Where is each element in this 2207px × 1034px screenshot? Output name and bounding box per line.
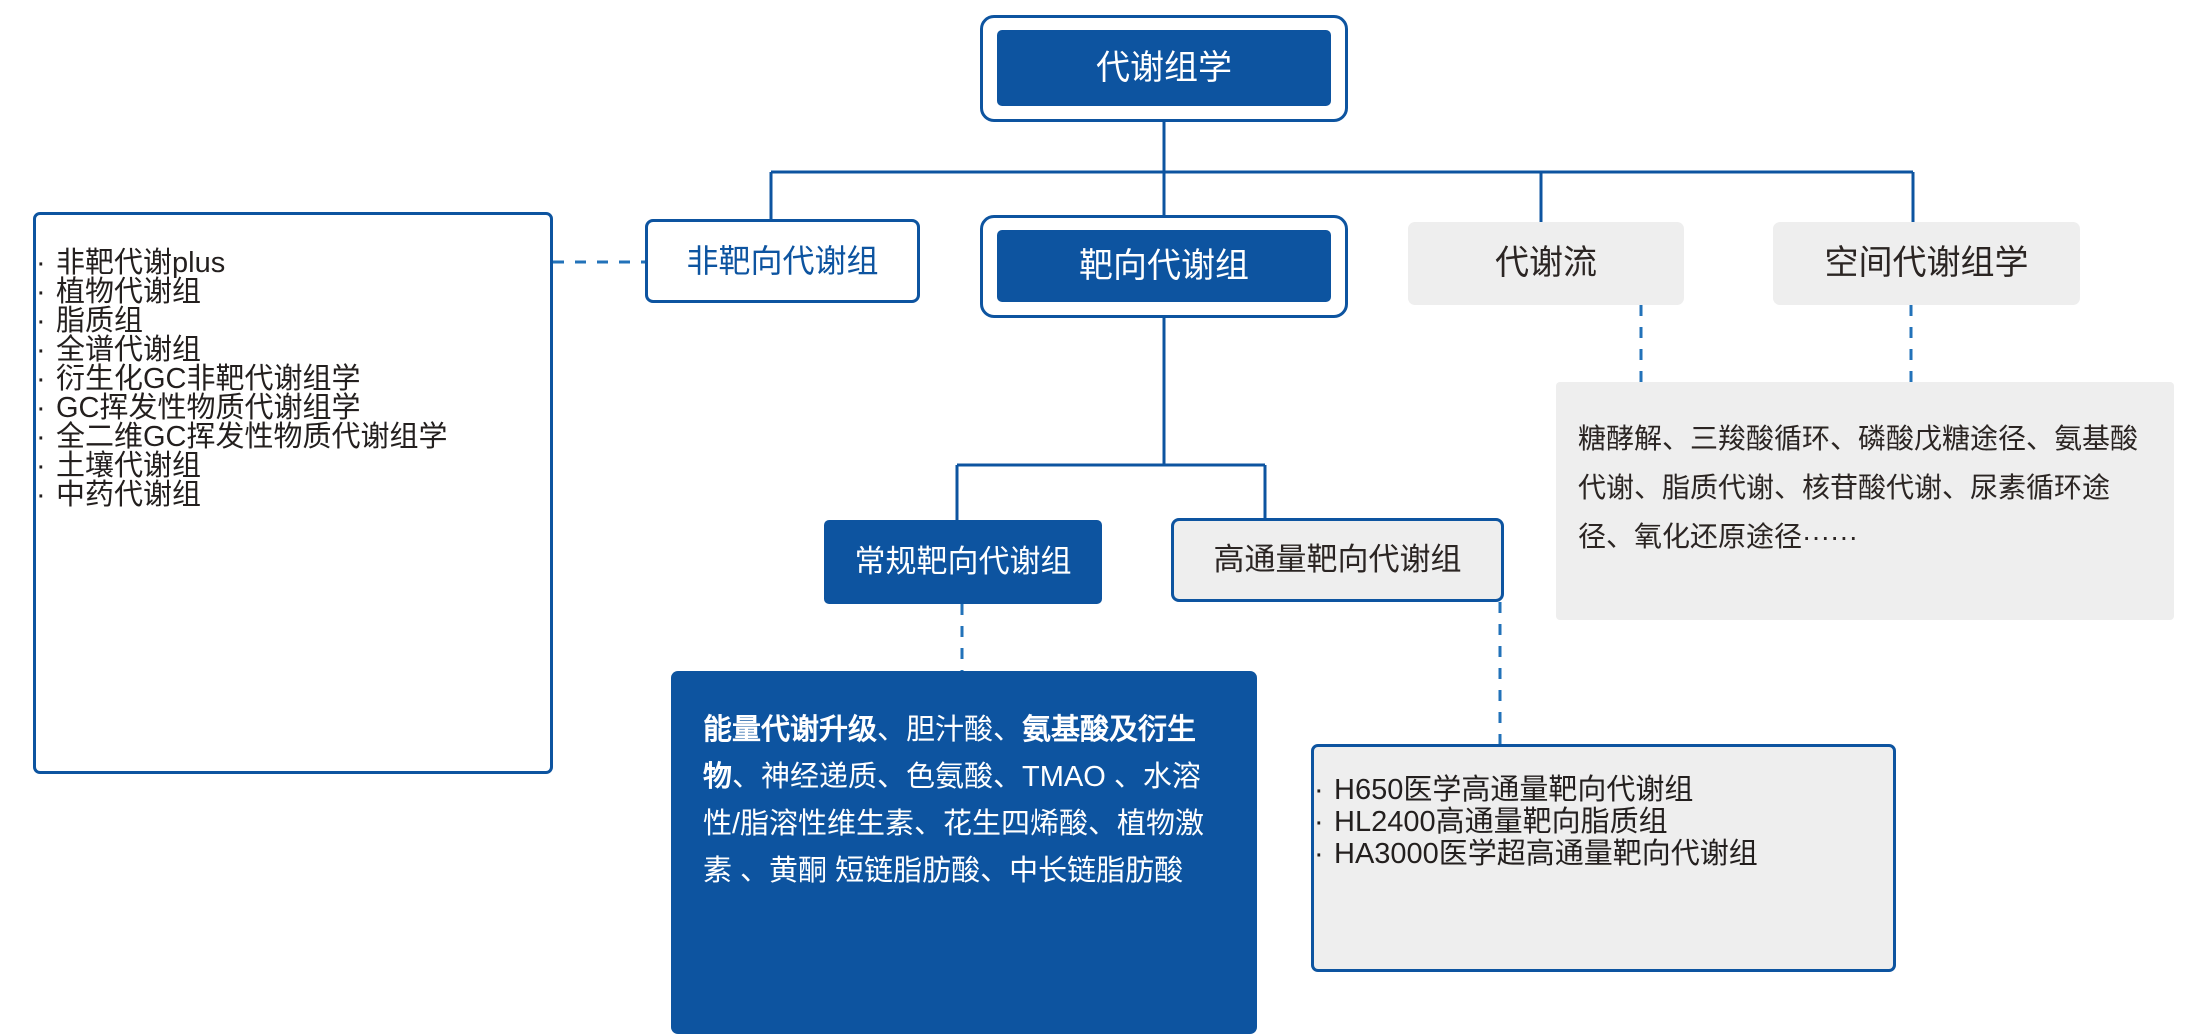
untargeted-item-label: 非靶代谢plus xyxy=(56,247,226,279)
node-targeted-metabolome[interactable]: 靶向代谢组 xyxy=(997,230,1331,302)
bullet-icon: · xyxy=(36,450,46,482)
untargeted-item-label: 衍生化GC非靶代谢组学 xyxy=(56,363,361,395)
node-high-throughput-targeted-metabolome[interactable]: 高通量靶向代谢组 xyxy=(1171,518,1504,602)
untargeted-detail-panel: · 非靶代谢plus · 植物代谢组 · 脂质组 · 全谱代谢组 · 衍生化GC非靶代谢组学 · GC… xyxy=(33,212,553,774)
high-throughput-item-label: HA3000医学超高通量靶向代谢组 xyxy=(1334,837,1758,870)
bullet-icon: · xyxy=(36,392,46,424)
bullet-icon: · xyxy=(36,334,46,366)
bullet-icon: · xyxy=(1314,774,1324,806)
bullet-icon: · xyxy=(36,305,46,337)
high-throughput-items-list: · H650医学高通量靶向代谢组 · HL2400高通量靶向脂质组 · HA3000医学超… xyxy=(1314,774,1893,871)
untargeted-item: · 衍生化GC非靶代谢组学 xyxy=(36,365,550,394)
bullet-icon: · xyxy=(1314,837,1324,870)
high-throughput-item: · H650医学高通量靶向代谢组 xyxy=(1314,774,1893,807)
untargeted-item: · 非靶代谢plus xyxy=(36,249,550,278)
bullet-icon: · xyxy=(36,363,46,395)
high-throughput-item: · HA3000医学超高通量靶向代谢组 xyxy=(1314,837,1893,871)
bullet-icon: · xyxy=(36,421,46,453)
high-throughput-item-label: H650医学高通量靶向代谢组 xyxy=(1334,774,1694,806)
untargeted-item-label: 全二维GC挥发性物质代谢组学 xyxy=(56,421,448,453)
routine-targeted-segment: 、胆汁酸、 xyxy=(877,714,1023,746)
routine-targeted-segment: 、神经递质、色氨酸、TMAO 、水溶性/脂溶性维生素、花生四烯酸、植物激素 、黄… xyxy=(703,760,1205,887)
untargeted-item-label: GC挥发性物质代谢组学 xyxy=(56,392,361,424)
node-spatial-metabolomics[interactable]: 空间代谢组学 xyxy=(1773,222,2080,305)
node-metabolic-flux[interactable]: 代谢流 xyxy=(1408,222,1684,305)
untargeted-items-list: · 非靶代谢plus · 植物代谢组 · 脂质组 · 全谱代谢组 · 衍生化GC非靶代谢组学 · GC… xyxy=(36,249,550,510)
bullet-icon: · xyxy=(36,479,46,511)
untargeted-item-label: 脂质组 xyxy=(56,305,144,337)
untargeted-item: · GC挥发性物质代谢组学 xyxy=(36,394,550,423)
pathways-detail-text: 糖酵解、三羧酸循环、磷酸戊糖途径、氨基酸代谢、脂质代谢、核苷酸代谢、尿素循环途径… xyxy=(1578,423,2139,552)
untargeted-item: · 全二维GC挥发性物质代谢组学 xyxy=(36,423,550,452)
high-throughput-detail-panel: · H650医学高通量靶向代谢组 · HL2400高通量靶向脂质组 · HA3000医学超… xyxy=(1311,744,1896,972)
untargeted-item: · 植物代谢组 xyxy=(36,278,550,307)
pathways-detail-panel: 糖酵解、三羧酸循环、磷酸戊糖途径、氨基酸代谢、脂质代谢、核苷酸代谢、尿素循环途径… xyxy=(1556,382,2174,620)
routine-targeted-detail-text: 能量代谢升级、胆汁酸、氨基酸及衍生物、神经递质、色氨酸、TMAO 、水溶性/脂溶… xyxy=(703,707,1225,895)
high-throughput-item: · HL2400高通量靶向脂质组 xyxy=(1314,805,1893,839)
untargeted-item: · 中药代谢组 xyxy=(36,481,550,510)
untargeted-item-label: 土壤代谢组 xyxy=(56,450,202,482)
untargeted-item: · 土壤代谢组 xyxy=(36,452,550,481)
routine-targeted-detail-panel: 能量代谢升级、胆汁酸、氨基酸及衍生物、神经递质、色氨酸、TMAO 、水溶性/脂溶… xyxy=(671,671,1257,1034)
untargeted-item-label: 全谱代谢组 xyxy=(56,334,202,366)
untargeted-item-label: 植物代谢组 xyxy=(56,276,202,308)
node-routine-targeted-metabolome[interactable]: 常规靶向代谢组 xyxy=(824,520,1102,604)
untargeted-item: · 脂质组 xyxy=(36,307,550,336)
untargeted-item: · 全谱代谢组 xyxy=(36,336,550,365)
bullet-icon: · xyxy=(36,247,46,279)
high-throughput-item-label: HL2400高通量靶向脂质组 xyxy=(1334,805,1668,838)
bullet-icon: · xyxy=(36,276,46,308)
bullet-icon: · xyxy=(1314,805,1324,838)
node-untargeted-metabolome[interactable]: 非靶向代谢组 xyxy=(645,219,920,303)
node-metabolomics[interactable]: 代谢组学 xyxy=(997,30,1331,106)
routine-targeted-segment: 能量代谢升级 xyxy=(703,714,878,746)
untargeted-item-label: 中药代谢组 xyxy=(56,479,202,511)
routine-targeted-segment: 氨基酸及衍生物 xyxy=(703,714,1197,793)
